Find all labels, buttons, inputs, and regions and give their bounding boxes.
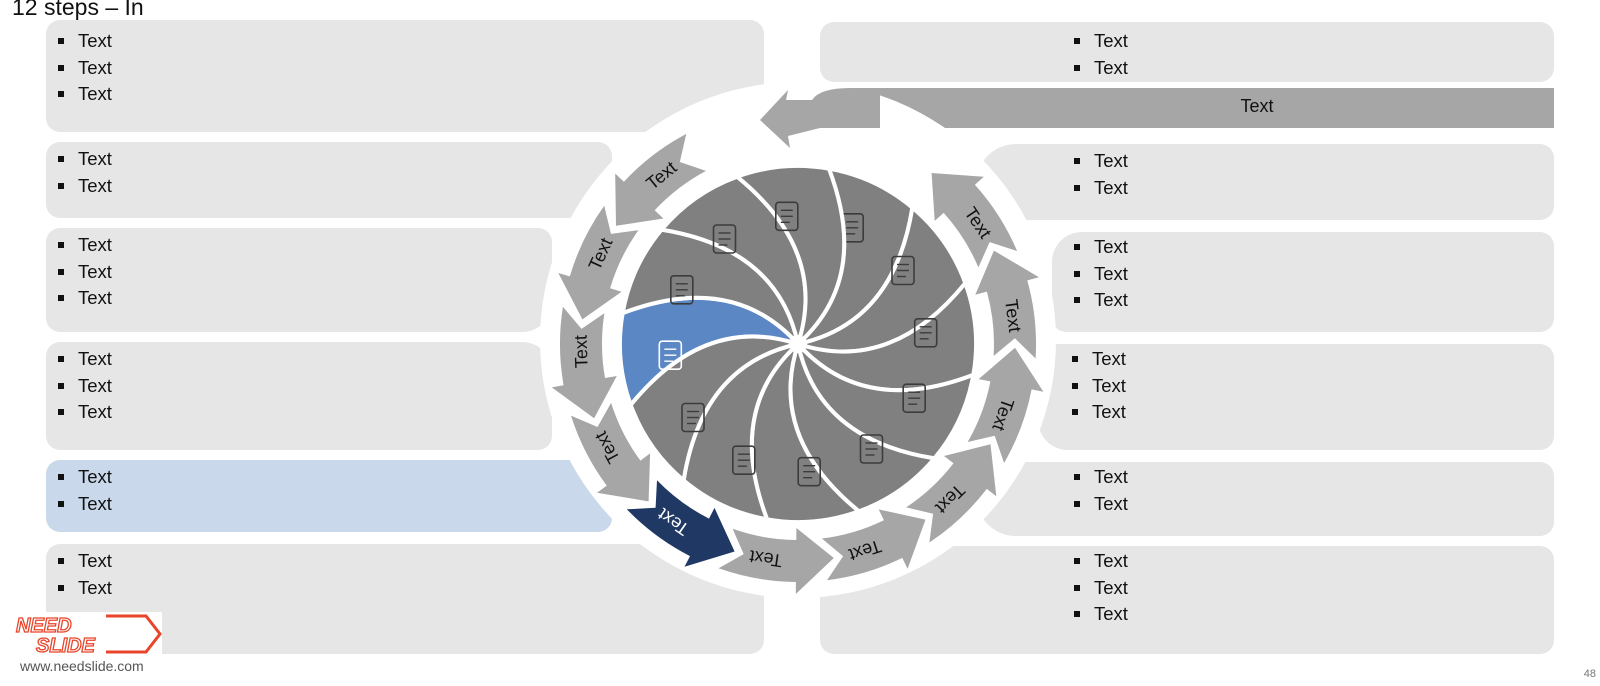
logo-line1: NEED: [16, 615, 72, 637]
left-panel-4[interactable]: Text Text Text: [46, 342, 552, 450]
website-url: www.needslide.com: [20, 658, 144, 674]
step-arrow-7[interactable]: [821, 509, 926, 581]
left-panel-2[interactable]: Text Text: [46, 142, 612, 218]
documents-icon: [658, 340, 683, 371]
bullet: Text: [58, 259, 112, 286]
bullet: Text: [58, 173, 112, 200]
left-panel-3[interactable]: Text Text Text: [46, 228, 552, 332]
bullet: Text: [1074, 55, 1128, 82]
eye-icon: [891, 255, 915, 286]
bullet: Text: [58, 28, 112, 55]
top-bar[interactable]: Text: [880, 88, 1554, 128]
top-bar-label: Text: [1240, 96, 1274, 116]
step-arrow-10[interactable]: [975, 250, 1039, 359]
right-panel-2[interactable]: Text Text: [976, 144, 1554, 220]
calculator-icon: [902, 383, 927, 414]
logo-line2: SLIDE: [36, 635, 96, 656]
bullet: Text: [58, 491, 112, 518]
step-arrow-5[interactable]: [626, 480, 735, 567]
document-upload-icon: [731, 445, 756, 476]
bullet: Text: [58, 55, 112, 82]
step-arrow-label: Text: [1001, 298, 1025, 333]
pinwheel: [617, 163, 979, 525]
bullet: Text: [1072, 373, 1126, 400]
step-arrow-6[interactable]: [718, 528, 834, 594]
bullet: Text: [58, 232, 112, 259]
pyramid-icon: [913, 317, 938, 348]
bullet: Text: [58, 81, 112, 108]
bullet: Text: [58, 346, 112, 373]
left-panel-5-active[interactable]: Text Text: [46, 460, 612, 532]
step-arrow-2[interactable]: [558, 205, 639, 320]
bullet: Text: [1072, 399, 1126, 426]
step-arrow-11[interactable]: [931, 173, 1018, 268]
right-panel-4[interactable]: Text Text Text: [1038, 344, 1554, 450]
step-arrow-label: Text: [748, 546, 784, 571]
bullet: Text: [1074, 175, 1128, 202]
step-arrow-9[interactable]: [967, 347, 1044, 463]
pinwheel-hub: [789, 335, 807, 353]
step-arrow-label: Text: [571, 335, 592, 369]
bullet: Text: [1074, 234, 1128, 261]
bullet: Text: [1074, 601, 1128, 628]
bullet: Text: [58, 373, 112, 400]
step-arrow-3[interactable]: [551, 306, 617, 419]
bullet: Text: [1074, 548, 1128, 575]
bullet: Text: [1074, 261, 1128, 288]
step-arrow-4[interactable]: [571, 402, 651, 502]
slide-title: 12 steps – In: [12, 0, 144, 20]
left-panel-6[interactable]: Text Text: [46, 544, 764, 654]
bullet: Text: [1074, 148, 1128, 175]
bullet: Text: [1074, 287, 1128, 314]
bullet: Text: [1074, 575, 1128, 602]
logo-mark: NEED SLIDE: [15, 614, 162, 658]
bullet: Text: [1074, 491, 1128, 518]
right-panel-6[interactable]: Text Text Text: [820, 546, 1554, 654]
bullet: Text: [58, 548, 112, 575]
mobile-search-icon: [774, 201, 799, 232]
right-panel-5[interactable]: Text Text: [976, 462, 1554, 536]
right-panel-1[interactable]: Text Text: [820, 22, 1554, 82]
bullet: Text: [1074, 28, 1128, 55]
checklist-download-icon: [859, 434, 884, 464]
step-arrow-1[interactable]: [615, 133, 706, 226]
page-number: 48: [1583, 668, 1596, 680]
bullet: Text: [58, 575, 112, 602]
checklist-icon: [681, 402, 705, 433]
left-panel-1[interactable]: Text Text Text: [46, 20, 764, 132]
step-arrow-8[interactable]: [906, 444, 997, 543]
files-upload-icon: [712, 224, 737, 254]
bullet: Text: [58, 464, 112, 491]
chart-icon: [797, 456, 822, 487]
top-bar-arrow: [760, 88, 880, 148]
right-panel-3[interactable]: Text Text Text: [1052, 232, 1554, 332]
petal-12[interactable]: [733, 163, 847, 351]
bullet: Text: [1072, 346, 1126, 373]
report-icon: [669, 274, 694, 305]
bullet: Text: [58, 399, 112, 426]
needslide-logo: NEED SLIDE: [14, 612, 162, 686]
bullet: Text: [1074, 464, 1128, 491]
bullet: Text: [58, 146, 112, 173]
bullet: Text: [58, 285, 112, 312]
